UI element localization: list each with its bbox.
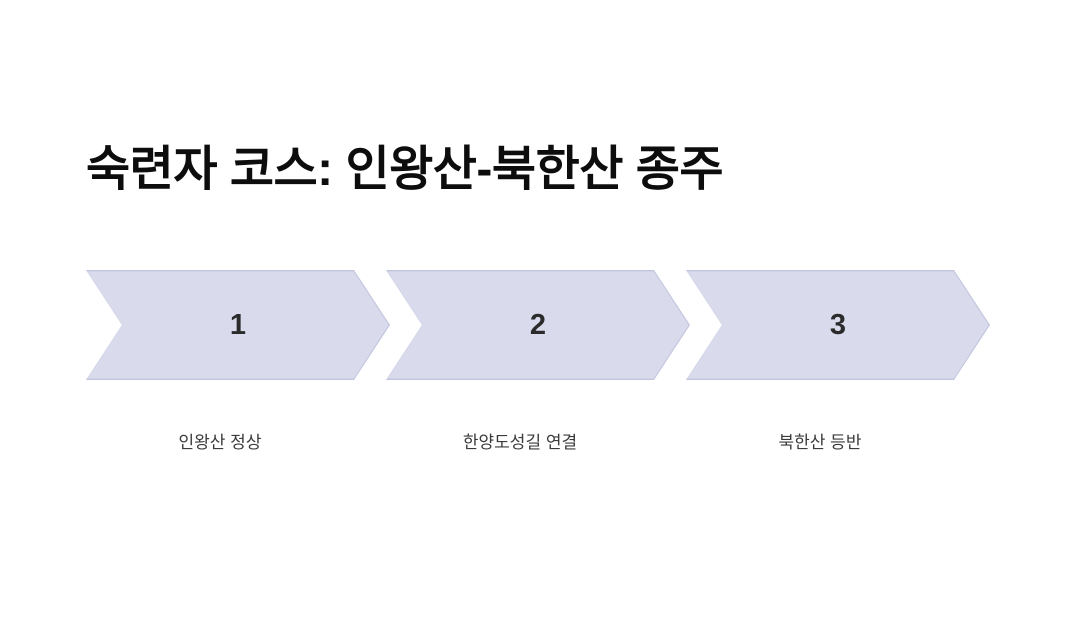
chevron-caption-step-3: 북한산 등반 bbox=[778, 432, 862, 452]
chevron-fill-step-1 bbox=[87, 271, 388, 378]
chevron-fill-step-2 bbox=[387, 271, 688, 378]
process-chevron-row: 1 2 3 bbox=[0, 270, 1076, 382]
chevron-caption-step-1: 인왕산 정상 bbox=[178, 432, 262, 452]
page-title: 숙련자 코스: 인왕산-북한산 종주 bbox=[86, 143, 724, 196]
chevron-shape-step-1[interactable] bbox=[86, 270, 390, 380]
chevron-caption-step-2: 한양도성길 연결 bbox=[462, 432, 578, 452]
chevron-fill-step-3 bbox=[687, 271, 988, 378]
chevron-shape-step-2[interactable] bbox=[386, 270, 690, 380]
chevron-shape-step-3[interactable] bbox=[686, 270, 990, 380]
